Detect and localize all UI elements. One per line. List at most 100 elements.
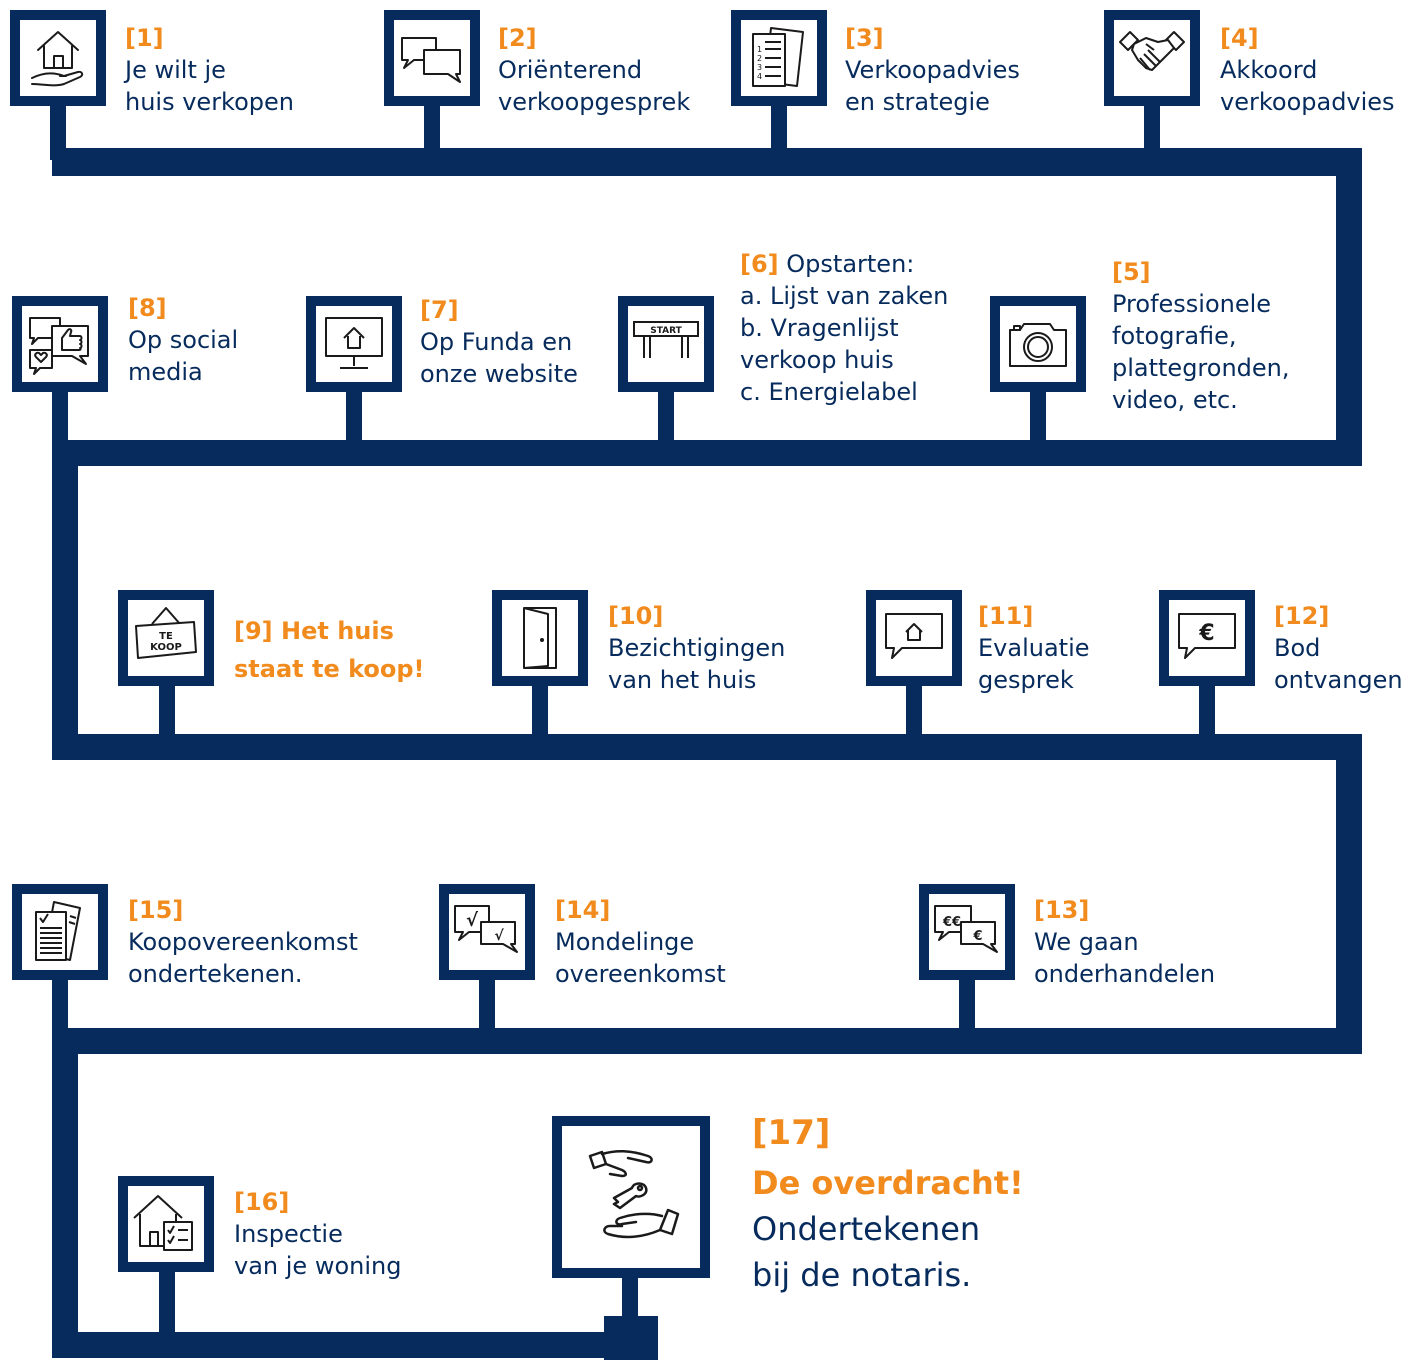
euro-bubbles-icon: €€ € [934, 905, 998, 953]
step-2-box [384, 10, 480, 106]
camera-icon [1009, 323, 1067, 367]
step-8-box [12, 296, 108, 392]
stem-12 [1199, 680, 1215, 740]
stem-15 [52, 974, 68, 1034]
step-17-title: De overdracht! [752, 1164, 1024, 1202]
step-3-box: 1 2 3 4 [731, 10, 827, 106]
step-12-box: € [1159, 590, 1255, 686]
step-12-line: ontvangen [1274, 666, 1403, 694]
step-8-line: Op social [128, 326, 239, 354]
step-9-line: staat te koop! [234, 655, 425, 683]
step-15-number: [15] [128, 896, 184, 924]
euro-bubble-text-left: €€ [942, 915, 961, 930]
step-10-number: [10] [608, 602, 664, 630]
stem-9 [159, 680, 175, 740]
step-3-line: en strategie [845, 88, 990, 116]
step-2-line: Oriënterend [498, 56, 643, 84]
stem-3 [771, 100, 787, 160]
house-chat-icon [885, 613, 943, 659]
step-9-box: TE KOOP [118, 590, 214, 686]
step-7-number: [7] [420, 296, 459, 324]
step-11-line: gesprek [978, 666, 1074, 694]
step-13-box: €€ € [919, 884, 1015, 980]
step-1-label: [1] Je wilt je huis verkopen [125, 22, 294, 118]
step-14-box: √ √ [439, 884, 535, 980]
step-11-label: [11] Evaluatie gesprek [978, 600, 1090, 696]
step-10-label: [10] Bezichtigingen van het huis [608, 600, 785, 696]
for-sale-sign-text-koop: KOOP [150, 642, 182, 653]
track-row5-horizontal [52, 1332, 658, 1358]
step-6-box: START [618, 296, 714, 392]
step-16-box [118, 1176, 214, 1272]
step-8-line: media [128, 358, 203, 386]
step-2-number: [2] [498, 24, 537, 52]
step-13-number: [13] [1034, 896, 1090, 924]
step-14-number: [14] [555, 896, 611, 924]
step-12-number: [12] [1274, 602, 1330, 630]
step-5-label: [5] Professionele fotografie, plattegron… [1112, 256, 1290, 416]
step-11-box [866, 590, 962, 686]
step-1-line: huis verkopen [125, 88, 294, 116]
step-11-number: [11] [978, 602, 1034, 630]
step-6-number: [6] [740, 250, 779, 278]
svg-text:1: 1 [757, 45, 762, 54]
stem-16 [159, 1268, 175, 1338]
step-17-number: [17] [752, 1113, 831, 1153]
track-row3-horizontal [52, 734, 1362, 760]
step-16-line: Inspectie [234, 1220, 343, 1248]
euro-chat-text: € [1198, 621, 1214, 646]
step-5-line: fotografie, [1112, 322, 1237, 350]
stem-11 [906, 680, 922, 740]
step-4-number: [4] [1220, 24, 1259, 52]
step-10-line: van het huis [608, 666, 757, 694]
check-bubble-text-right: √ [494, 928, 504, 944]
step-13-label: [13] We gaan onderhandelen [1034, 894, 1215, 990]
step-13-line: We gaan [1034, 928, 1139, 956]
step-10-line: Bezichtigingen [608, 634, 786, 662]
step-1-line: Je wilt je [125, 56, 226, 84]
step-17-box [552, 1116, 710, 1278]
track-right-connector-1 [1336, 148, 1362, 466]
step-6-line: a. Lijst van zaken [740, 282, 949, 310]
stem-7 [346, 386, 362, 446]
step-7-box [306, 296, 402, 392]
step-16-line: van je woning [234, 1252, 402, 1280]
step-15-label: [15] Koopovereenkomst ondertekenen. [128, 894, 358, 990]
stem-5 [1030, 386, 1046, 446]
step-5-line: Professionele [1112, 290, 1272, 318]
step-5-line: plattegronden, [1112, 354, 1290, 382]
stem-6 [658, 386, 674, 446]
step-6-line: b. Vragenlijst [740, 314, 899, 342]
step-16-number: [16] [234, 1188, 290, 1216]
numbered-list-icon: 1 2 3 4 [752, 27, 804, 87]
step-10-box [492, 590, 588, 686]
start-sign-icon: START [633, 321, 699, 358]
stem-4 [1144, 100, 1160, 160]
track-row1-horizontal [52, 148, 1362, 176]
euro-chat-icon: € [1178, 613, 1236, 659]
step-7-line: onze website [420, 360, 578, 388]
step-5-number: [5] [1112, 258, 1151, 286]
step-6-label: [6] Opstarten: a. Lijst van zaken b. Vra… [740, 248, 948, 408]
step-8-label: [8] Op social media [128, 292, 238, 388]
step-6-line: verkoop huis [740, 346, 894, 374]
stem-13 [959, 974, 975, 1034]
step-2-line: verkoopgesprek [498, 88, 691, 116]
step-12-label: [12] Bod ontvangen [1274, 600, 1403, 696]
monitor-house-icon [325, 317, 383, 369]
step-6-title: Opstarten: [786, 250, 915, 278]
step-4-box [1104, 10, 1200, 106]
step-15-line: Koopovereenkomst [128, 928, 358, 956]
step-13-line: onderhandelen [1034, 960, 1216, 988]
for-sale-sign-text-te: TE [159, 631, 173, 642]
stem-10 [532, 680, 548, 740]
social-media-icon [29, 317, 89, 375]
track-right-connector-3 [1336, 734, 1362, 1054]
track-left-connector-2 [52, 440, 78, 760]
contract-documents-icon [35, 901, 81, 961]
track-row2-horizontal [52, 440, 1362, 466]
door-icon [523, 607, 557, 669]
step-9-line: Het huis [281, 617, 394, 645]
step-1-number: [1] [125, 24, 164, 52]
